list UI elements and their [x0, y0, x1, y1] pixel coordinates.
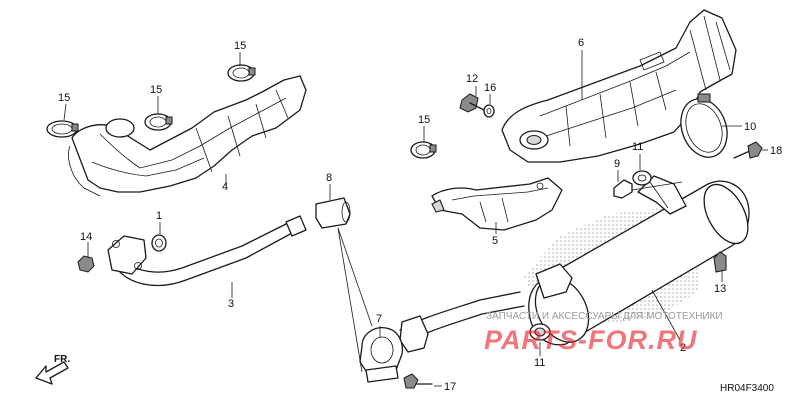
callout-13: 13: [714, 283, 726, 295]
callout-17: 17: [444, 381, 456, 393]
callout-7: 7: [376, 313, 382, 325]
part-15-clamp-a: [46, 120, 79, 138]
part-15-clamp-b: [144, 113, 173, 131]
part-3-exhaust-pipe: [107, 215, 307, 287]
callout-11-lower: 11: [534, 357, 545, 369]
part-8-joint-collar: [315, 197, 351, 229]
callout-2: 2: [680, 342, 686, 354]
callout-4: 4: [222, 181, 228, 193]
part-16-washer: [483, 104, 495, 118]
part-2-muffler: [528, 175, 750, 346]
part-6-muffler-cover: [501, 9, 737, 163]
part-15-clamp-d: [410, 141, 437, 159]
site-watermark: ЗАПЧАСТИ И АКСЕССУАРЫ ДЛЯ МОТОТЕХНИКИ PA…: [484, 311, 723, 355]
guide-line-8-7b: [337, 227, 363, 373]
callout-10: 10: [744, 121, 756, 133]
part-11-grommet-lower: [529, 323, 551, 341]
guide-line-9: [631, 181, 683, 191]
callout-14: 14: [80, 231, 92, 243]
callout-leaders: [63, 50, 768, 387]
part-12-bolt: [459, 93, 485, 113]
callout-15-a: 15: [58, 92, 70, 104]
callout-1: 1: [156, 210, 162, 222]
part-10-band: [680, 93, 728, 158]
callout-11-upper: 11: [632, 141, 643, 153]
part-14-nut: [77, 255, 95, 273]
part-18-bolt: [733, 141, 763, 159]
callout-16: 16: [484, 82, 496, 94]
callout-12: 12: [466, 73, 478, 85]
part-4-heat-shield: [68, 75, 307, 197]
part-13-mount-rubber: [713, 251, 727, 273]
part-7-clamp: [359, 327, 404, 383]
callout-3: 3: [228, 298, 234, 310]
guide-line-8-7: [337, 227, 373, 327]
callout-labels: 1 2 3 4 5 6 7 8 9 10 11 11 12 13 14 15 1…: [58, 37, 782, 393]
tail-pipe: [399, 291, 525, 353]
callout-9: 9: [614, 158, 620, 170]
callout-6: 6: [578, 37, 584, 49]
front-direction-label: FR.: [54, 354, 70, 365]
callout-15-c: 15: [234, 40, 246, 52]
part-11-grommet-upper: [632, 170, 652, 186]
part-15-clamp-c: [227, 64, 256, 82]
callout-8: 8: [326, 172, 332, 184]
watermark-brand: PARTS-FOR.RU: [484, 325, 698, 355]
watermark-tagline: ЗАПЧАСТИ И АКСЕССУАРЫ ДЛЯ МОТОТЕХНИКИ: [486, 311, 723, 322]
callout-15-d: 15: [418, 114, 430, 126]
part-17-bolt: [403, 373, 433, 389]
front-direction-indicator: FR.: [35, 354, 70, 385]
part-5-lower-heat-shield: [431, 177, 563, 231]
callout-15-b: 15: [150, 84, 162, 96]
callout-5: 5: [492, 235, 498, 247]
diagram-reference-code: HR04F3400: [720, 383, 774, 394]
part-1-gasket: [151, 234, 167, 252]
part-9-collar: [613, 179, 633, 199]
callout-18: 18: [770, 145, 782, 157]
